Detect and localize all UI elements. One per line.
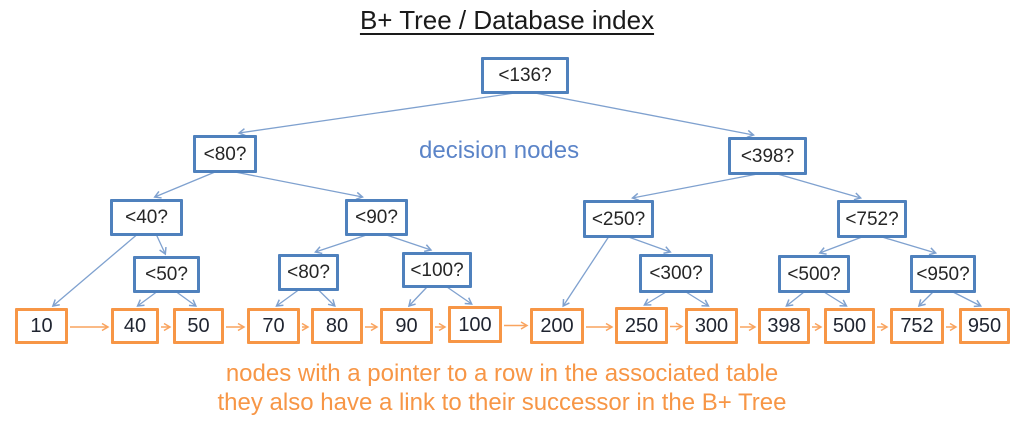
decision-node-100: <100? [402,252,472,288]
decision-node-500: <500? [778,255,850,293]
leaf-node-200: 200 [530,308,584,344]
leaf-node-752: 752 [890,308,944,344]
decision-node-90: <90? [345,199,408,236]
diagram-title: B+ Tree / Database index [359,5,655,35]
leaf-caption-line1: nodes with a pointer to a row in the ass… [225,360,779,387]
leaf-node-300: 300 [685,308,738,344]
decision-node-50: <50? [133,256,200,293]
decision-node-250: <250? [583,200,654,238]
leaf-node-70: 70 [247,308,300,344]
decision-node-40: <40? [110,199,183,236]
decision-node-752: <752? [837,200,907,238]
decision-node-300: <300? [639,254,713,293]
decision-node-80: <80? [193,135,257,173]
decision-node-80: <80? [278,254,339,291]
leaf-node-10: 10 [15,308,68,344]
leaf-caption-line2: they also have a link to their successor… [217,389,787,416]
decision-nodes-annotation: decision nodes [419,137,580,164]
leaf-node-500: 500 [824,308,875,344]
leaf-node-398: 398 [758,308,810,344]
leaf-node-50: 50 [173,308,224,344]
leaf-node-80: 80 [311,308,363,344]
leaf-node-90: 90 [380,308,433,344]
leaf-node-250: 250 [615,307,668,344]
leaf-node-950: 950 [959,308,1010,344]
leaf-node-40: 40 [111,308,159,344]
decision-node-398: <398? [728,137,807,175]
leaf-node-100: 100 [448,306,502,343]
decision-node-950: <950? [910,255,976,293]
decision-node-136: <136? [481,57,569,94]
